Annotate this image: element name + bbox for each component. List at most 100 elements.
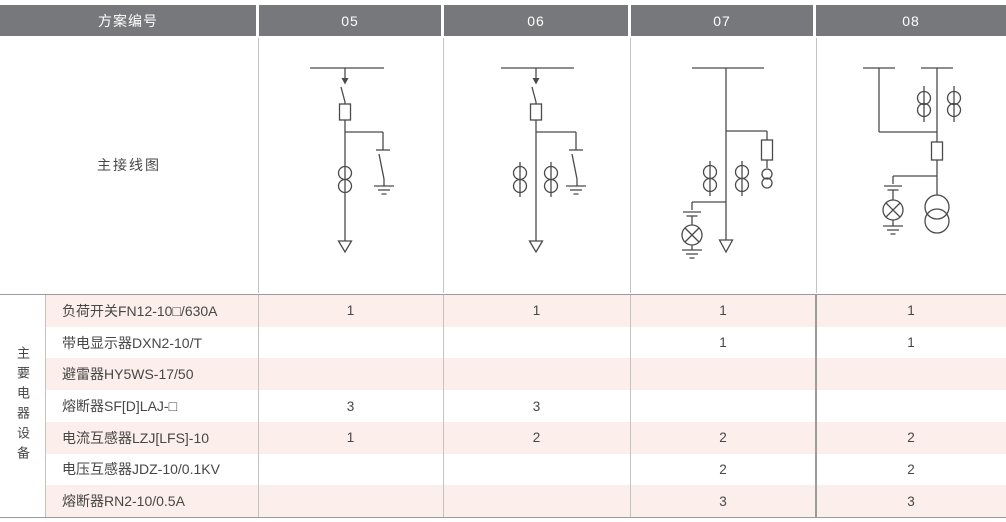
column-divider — [258, 295, 259, 517]
row-divider — [0, 517, 1006, 518]
ground-icon — [682, 249, 702, 259]
qty-cell — [258, 358, 443, 391]
current-transformer-icon — [734, 161, 750, 196]
plug-contact-icon — [341, 68, 349, 85]
incoming-stub — [863, 67, 895, 132]
row-spacer — [0, 485, 45, 518]
qty-cell — [443, 453, 630, 486]
current-transformer-icon — [512, 162, 528, 197]
qty-cell: 3 — [443, 390, 630, 422]
row-spacer — [0, 421, 45, 454]
row-spacer — [0, 453, 45, 486]
equipment-name: 避雷器HY5WS-17/50 — [45, 358, 258, 391]
qty-cell — [816, 390, 1006, 422]
table-row: 负荷开关FN12-10□/630A 1 1 1 1 — [0, 295, 1006, 327]
qty-cell: 3 — [630, 485, 816, 518]
capacitor-icon — [683, 211, 701, 217]
current-transformer-icon — [946, 86, 962, 122]
qty-cell — [258, 485, 443, 518]
charged-display-branch — [882, 175, 937, 235]
header-cell-scheme-06: 06 — [444, 5, 628, 36]
table-row: 电流互感器LZJ[LFS]-10 1 2 2 2 — [0, 421, 1006, 454]
wiring-diagram-05 — [310, 67, 394, 254]
column-divider — [45, 295, 46, 517]
qty-cell: 2 — [443, 421, 630, 454]
current-transformer-icon — [702, 161, 718, 196]
column-divider — [815, 295, 817, 517]
header-cell-scheme-08: 08 — [816, 5, 1006, 36]
qty-cell: 1 — [816, 295, 1006, 327]
load-switch-icon — [340, 86, 346, 103]
qty-cell: 1 — [443, 295, 630, 327]
qty-cell — [443, 326, 630, 359]
table-row: 熔断器RN2-10/0.5A 3 3 — [0, 485, 1006, 518]
load-switch-icon — [531, 86, 537, 103]
table-row: 避雷器HY5WS-17/50 — [0, 358, 1006, 391]
ground-icon — [566, 185, 586, 195]
qty-cell: 2 — [630, 453, 816, 486]
qty-cell: 3 — [816, 485, 1006, 518]
lamp-icon — [681, 224, 703, 246]
qty-cell: 1 — [816, 326, 1006, 359]
column-divider — [443, 38, 444, 293]
row-spacer — [0, 295, 45, 327]
equipment-name: 负荷开关FN12-10□/630A — [45, 295, 258, 327]
equipment-name: 电压互感器JDZ-10/0.1KV — [45, 453, 258, 486]
fuse-icon — [930, 141, 944, 161]
qty-cell: 1 — [630, 295, 816, 327]
qty-cell — [816, 358, 1006, 391]
ground-icon — [883, 225, 903, 235]
feeder-arrow-icon — [528, 240, 544, 254]
fuse-icon — [760, 139, 774, 161]
current-transformer-icon — [916, 86, 932, 122]
equipment-name: 带电显示器DXN2-10/T — [45, 326, 258, 359]
header-cell-scheme-05: 05 — [259, 5, 441, 36]
incoming-stub — [921, 67, 953, 142]
row-spacer — [0, 326, 45, 359]
qty-cell — [443, 485, 630, 518]
current-transformer-icon — [337, 165, 353, 194]
header-cell-scheme-07: 07 — [631, 5, 813, 36]
charged-display-branch — [681, 201, 726, 259]
qty-cell: 3 — [258, 390, 443, 422]
table-row: 带电显示器DXN2-10/T 1 1 — [0, 326, 1006, 359]
column-divider — [258, 38, 259, 293]
qty-cell: 1 — [258, 421, 443, 454]
lamp-icon — [882, 199, 904, 221]
qty-cell — [630, 390, 816, 422]
equipment-name: 熔断器RN2-10/0.5A — [45, 485, 258, 518]
diagram-row: 主接线图 — [0, 36, 1006, 294]
header-cell-scheme-label: 方案编号 — [0, 5, 256, 36]
header-row: 方案编号 05 06 07 08 — [0, 5, 1006, 36]
fuse-icon — [529, 103, 543, 121]
transformer-icon — [924, 194, 950, 234]
qty-cell — [258, 453, 443, 486]
equipment-table: 负荷开关FN12-10□/630A 1 1 1 1 带电显示器DXN2-10/T… — [0, 295, 1006, 518]
row-spacer — [0, 358, 45, 391]
plug-contact-icon — [532, 68, 540, 85]
qty-cell: 2 — [816, 453, 1006, 486]
qty-cell — [630, 358, 816, 391]
row-spacer — [0, 390, 45, 422]
qty-cell — [443, 358, 630, 391]
qty-cell: 2 — [816, 421, 1006, 454]
side-label-text: 主要电器设备 — [15, 346, 30, 466]
ground-icon — [374, 185, 394, 195]
wiring-diagram-08 — [863, 67, 962, 235]
equipment-name: 电流互感器LZJ[LFS]-10 — [45, 421, 258, 454]
row-divider — [0, 294, 1006, 295]
current-transformer-icon — [543, 162, 559, 197]
earthing-switch-icon — [345, 131, 390, 186]
feeder-arrow-icon — [718, 239, 734, 254]
qty-cell: 1 — [630, 326, 816, 359]
wiring-diagram-07 — [681, 67, 774, 259]
table-row: 熔断器SF[D]LAJ-□ 3 3 — [0, 390, 1006, 422]
capacitor-icon — [884, 185, 902, 191]
fuse-branch — [726, 130, 774, 168]
column-divider — [630, 295, 631, 517]
qty-cell — [258, 326, 443, 359]
side-label: 主要电器设备 — [0, 295, 45, 517]
qty-cell: 1 — [258, 295, 443, 327]
column-divider — [816, 38, 817, 293]
